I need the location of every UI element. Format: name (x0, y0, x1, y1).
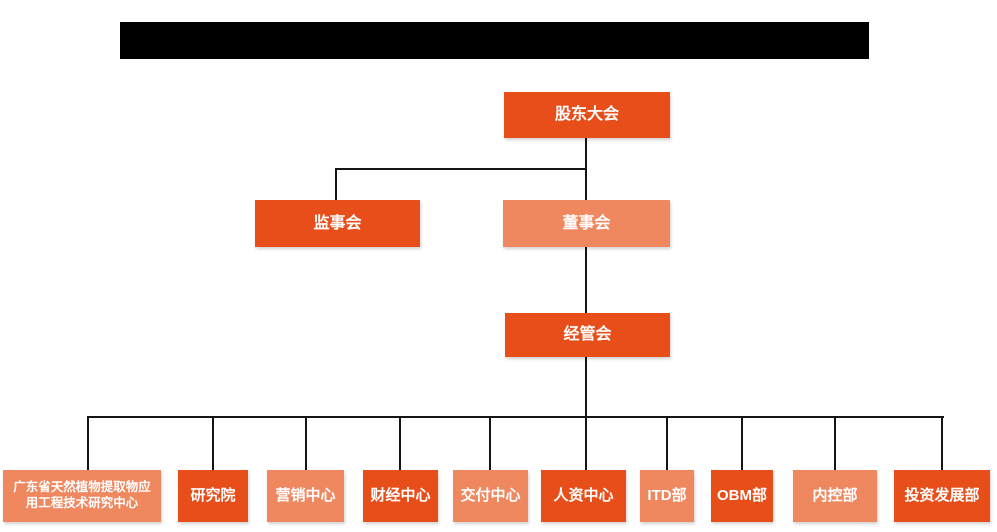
connector-dept-drop (941, 417, 943, 470)
node-dept-research-center: 广东省天然植物提取物应 用工程技术研究中心 (3, 470, 161, 522)
connector-dept-drop (489, 417, 491, 470)
node-dept-internal-control: 内控部 (793, 470, 877, 522)
connector-board-to-mgmt (585, 247, 587, 313)
connector-supervisory-drop (335, 169, 337, 200)
node-dept-research-institute: 研究院 (178, 470, 248, 522)
node-dept-obm: OBM部 (711, 470, 773, 522)
connector-dept-drop (666, 417, 668, 470)
connector-dept-drop (741, 417, 743, 470)
connector-dept-drop (305, 417, 307, 470)
redacted-title-bar (120, 22, 869, 59)
node-supervisory-board: 监事会 (255, 200, 420, 247)
node-shareholders-meeting: 股东大会 (504, 92, 670, 138)
node-management-committee: 经管会 (505, 313, 670, 357)
node-dept-delivery-center: 交付中心 (453, 470, 528, 522)
connector-department-bus (87, 416, 944, 418)
node-dept-investment-development: 投资发展部 (894, 470, 990, 522)
node-board-of-directors: 董事会 (503, 200, 670, 247)
node-dept-finance-center: 财经中心 (363, 470, 438, 522)
node-dept-itd: ITD部 (640, 470, 694, 522)
node-dept-hr-center: 人资中心 (541, 470, 626, 522)
connector-dept-drop (399, 417, 401, 470)
connector-split-horizontal (335, 168, 587, 170)
node-dept-marketing-center: 营销中心 (267, 470, 344, 522)
connector-dept-drop (834, 417, 836, 470)
connector-dept-drop (87, 417, 89, 470)
connector-dept-drop (212, 417, 214, 470)
connector-mgmt-to-bus (585, 357, 587, 470)
